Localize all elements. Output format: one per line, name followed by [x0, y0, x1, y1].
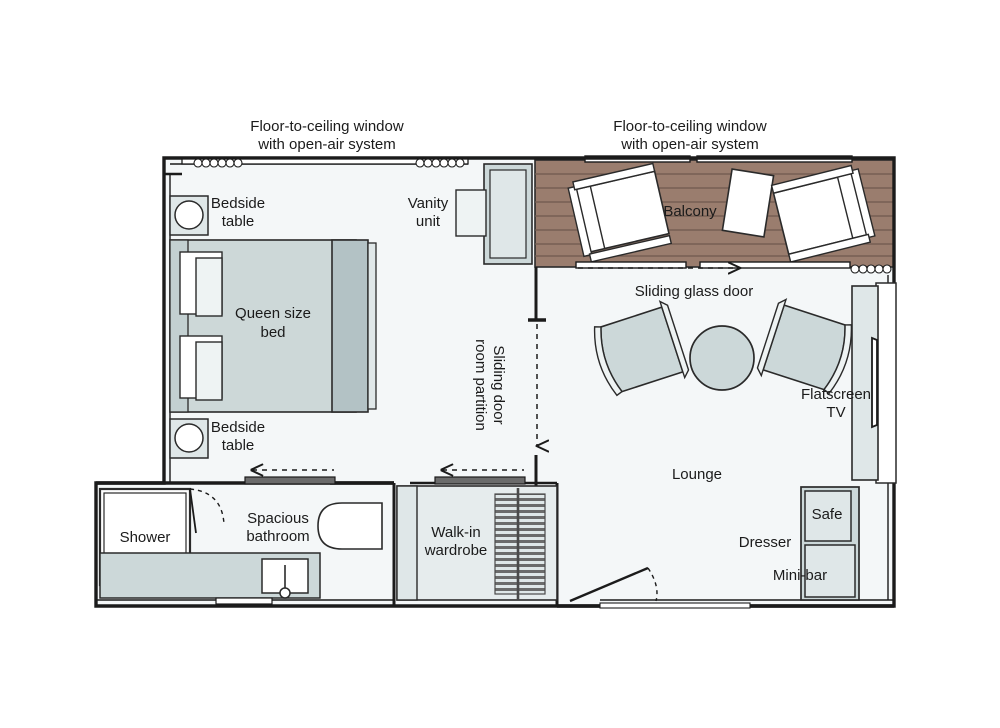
label-safe: Safe [812, 506, 843, 523]
bedside-table-top-shape [169, 195, 209, 236]
bathroom-fixtures [98, 487, 383, 605]
coffee-table [689, 325, 755, 391]
label-sliding-partition-group: Sliding door room partition [472, 339, 507, 431]
entry-door-arc [647, 567, 658, 602]
label-queen-bed-line1: Queen size [235, 305, 311, 322]
entry-door-leaf [569, 566, 649, 603]
wardrobe-sliding-door-panel [434, 476, 526, 485]
label-balcony: Balcony [663, 203, 717, 220]
label-sliding-partition-line2: room partition [472, 339, 489, 431]
label-dresser: Dresser [739, 534, 792, 551]
label-flatscreen-tv-line2: TV [826, 404, 845, 421]
bed-pillows [179, 251, 223, 401]
label-sliding-partition-line1: Sliding door [490, 345, 507, 424]
label-wardrobe-line2: wardrobe [424, 542, 488, 559]
armchair-left [593, 300, 690, 397]
balcony-furniture [567, 162, 876, 263]
label-flatscreen-tv-line1: Flatscreen [801, 386, 871, 403]
vanity-unit-shape [455, 163, 533, 265]
wall-notch-topleft [162, 158, 182, 176]
curtain-symbol-bedroom-right [415, 158, 465, 168]
label-vanity-unit-line1: Vanity [408, 195, 449, 212]
bedside-table-bottom-shape [169, 418, 209, 459]
label-wardrobe-line1: Walk-in [431, 524, 480, 541]
walk-in-wardrobe-shape [396, 485, 558, 601]
toilet [317, 502, 383, 550]
entry-threshold [599, 602, 751, 609]
windows [181, 158, 892, 274]
balcony-lounger-left [567, 162, 673, 263]
label-window-right-line1: Floor-to-ceiling window [613, 118, 767, 135]
balcony-lounger-right [770, 164, 876, 263]
label-shower: Shower [120, 529, 171, 546]
mini-bar-shape [804, 544, 856, 598]
label-bedside-table-bottom-line2: table [222, 437, 255, 454]
vanity-stool [455, 189, 487, 237]
label-window-left-line1: Floor-to-ceiling window [250, 118, 404, 135]
label-bedside-table-bottom-line1: Bedside [211, 419, 265, 436]
label-vanity-unit-line2: unit [416, 213, 441, 230]
flatscreen-tv-shape [871, 336, 878, 429]
wardrobe-hanging-rail [494, 493, 546, 595]
label-bedside-table-top-line1: Bedside [211, 195, 265, 212]
shower-door-leaf [189, 488, 197, 534]
bathroom-threshold [215, 597, 273, 605]
labels: Floor-to-ceiling window with open-air sy… [120, 118, 871, 584]
sliding-room-partition [528, 267, 546, 489]
label-bathroom-line2: bathroom [246, 528, 309, 545]
balcony-rail-bottom-right [699, 261, 851, 269]
safe-shape [804, 490, 852, 542]
label-sliding-glass-door: Sliding glass door [635, 283, 753, 300]
wardrobe-shelf-left [396, 485, 418, 601]
pocket-doors [244, 470, 526, 485]
label-window-right-line2: with open-air system [620, 136, 759, 153]
curtain-symbol-left [193, 158, 243, 168]
shower-door-arc [189, 488, 225, 525]
label-lounge: Lounge [672, 466, 722, 483]
lounge-furniture [593, 282, 897, 601]
bed-footboard [331, 239, 369, 413]
label-queen-bed-line2: bed [260, 324, 285, 341]
balcony-rail-bottom-left [575, 261, 687, 269]
sink-drain [279, 587, 291, 599]
label-mini-bar: Mini-bar [773, 567, 827, 584]
bed-foot-edge [367, 242, 377, 410]
label-window-left-line2: with open-air system [257, 136, 396, 153]
label-bedside-table-top-line2: table [222, 213, 255, 230]
bathroom-sliding-door-panel [244, 476, 336, 485]
label-bathroom-line1: Spacious [247, 510, 309, 527]
entry-door [569, 566, 751, 609]
bedroom-furniture [169, 163, 533, 459]
curtain-symbol-lounge [850, 264, 892, 274]
balcony-side-table [721, 168, 775, 238]
dresser-block [800, 486, 860, 601]
bedroom-window-glazing [181, 158, 469, 165]
media-cabinet [851, 282, 897, 484]
armchair-right [756, 298, 853, 395]
